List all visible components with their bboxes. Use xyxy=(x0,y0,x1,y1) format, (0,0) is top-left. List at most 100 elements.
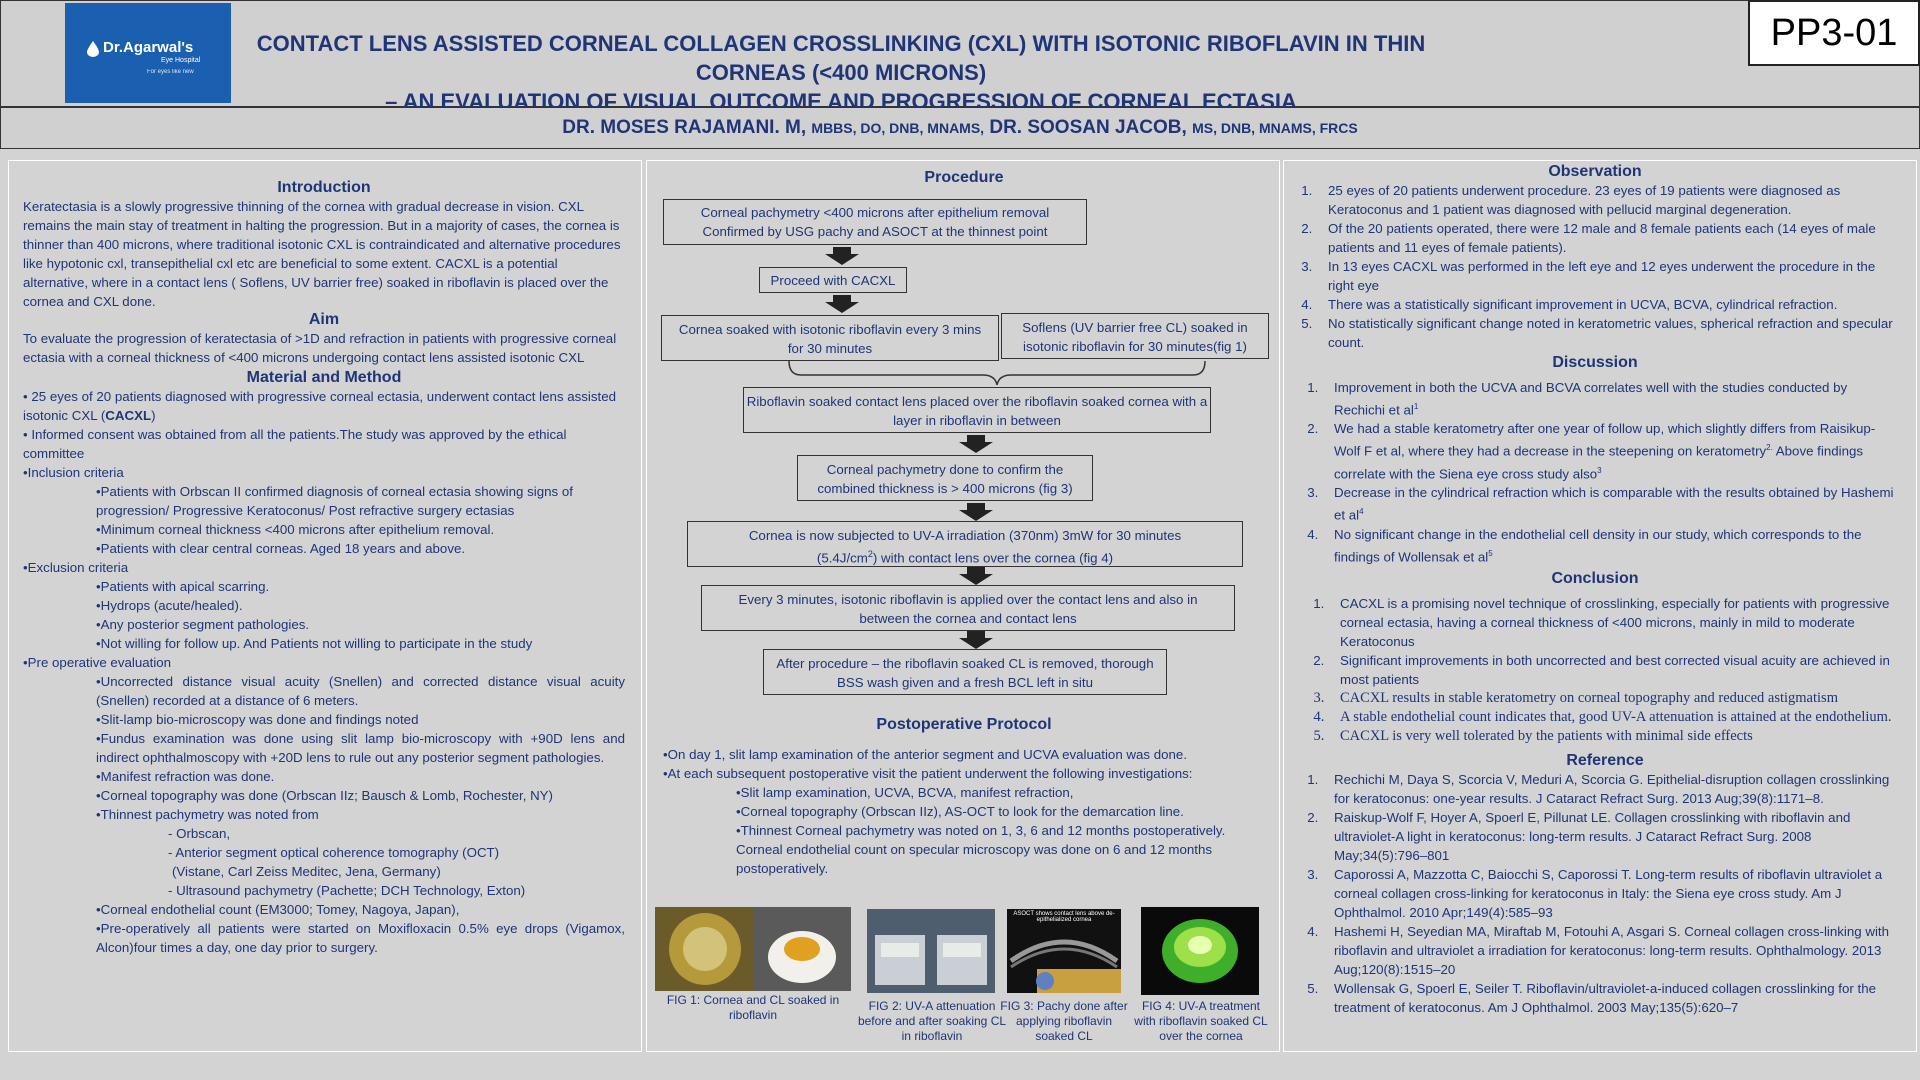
postop-title: Postoperative Protocol xyxy=(876,716,1052,733)
arrow-down-icon xyxy=(959,435,993,453)
preop-list: •Uncorrected distance visual acuity (Sne… xyxy=(23,672,625,957)
flow-step-3b: Soflens (UV barrier free CL) soaked in i… xyxy=(1001,313,1269,359)
arrow-down-icon xyxy=(959,631,993,649)
arrow-down-icon xyxy=(825,247,859,265)
reference-list: Rechichi M, Daya S, Scorcia V, Meduri A,… xyxy=(1290,770,1900,1017)
reference-title: Reference xyxy=(1566,752,1644,770)
poster-header: Dr.Agarwal's Eye Hospital For eyes like … xyxy=(0,0,1920,114)
conclusion-item: CACXL is a promising novel technique of … xyxy=(1328,594,1900,651)
preop-4: •Manifest refraction was done. xyxy=(96,769,275,784)
preop-6d: - Ultrasound pachymetry (Pachette; DCH T… xyxy=(168,883,526,898)
observation-item: Of the 20 patients operated, there were … xyxy=(1316,219,1900,257)
left-panel: Introduction Keratectasia is a slowly pr… xyxy=(8,160,642,1052)
preop-6: •Thinnest pachymetry was noted from xyxy=(96,807,319,822)
postop-1: •On day 1, slit lamp examination of the … xyxy=(663,747,1188,762)
preop-6b: - Anterior segment optical coherence tom… xyxy=(168,845,500,860)
preop-5: •Corneal topography was done (Orbscan II… xyxy=(96,788,553,803)
fig-3-inner-label: ASOCT shows contact lens above de-epithe… xyxy=(1013,911,1115,923)
inclusion-list: •Patients with Orbscan II confirmed diag… xyxy=(23,482,625,558)
discussion-item: We had a stable keratometry after one ye… xyxy=(1322,419,1900,483)
preop-6a: - Orbscan, xyxy=(168,826,231,841)
arrow-down-icon xyxy=(959,503,993,521)
exclusion-2: •Hydrops (acute/healed). xyxy=(96,598,243,613)
postop-2: •At each subsequent postoperative visit … xyxy=(663,766,1193,781)
conclusion-item: A stable endothelial count indicates tha… xyxy=(1328,708,1900,727)
right-panel: Observation 25 eyes of 20 patients under… xyxy=(1283,160,1917,1052)
fig-2-caption: FIG 2: UV-A attenuation before and after… xyxy=(857,999,1007,1043)
inclusion-2: •Minimum corneal thickness <400 microns … xyxy=(96,522,495,537)
inclusion-3: •Patients with clear central corneas. Ag… xyxy=(96,541,466,556)
postop-2b: •Corneal topography (Orbscan IIz), AS-OC… xyxy=(736,804,1184,819)
preop-title: •Pre operative evaluation xyxy=(23,655,172,670)
brace-connector xyxy=(788,360,1206,385)
observation-item: There was a statistically significant im… xyxy=(1316,295,1900,314)
preop-7: •Corneal endothelial count (EM3000; Tome… xyxy=(96,902,460,917)
conclusion-list-cont: CACXL results in stable keratometry on c… xyxy=(1290,689,1900,746)
authors-bar: DR. MOSES RAJAMANI. M, MBBS, DO, DNB, MN… xyxy=(0,107,1920,149)
observation-item: 25 eyes of 20 patients underwent procedu… xyxy=(1316,181,1900,219)
flow-step-7: Every 3 minutes, isotonic riboflavin is … xyxy=(701,585,1235,631)
discussion-item: Improvement in both the UCVA and BCVA co… xyxy=(1322,378,1900,419)
flow-step-8: After procedure – the riboflavin soaked … xyxy=(763,649,1167,695)
author-2: DR. SOOSAN JACOB, xyxy=(989,117,1187,138)
postop-sublist: •Slit lamp examination, UCVA, BCVA, mani… xyxy=(663,783,1267,878)
conclusion-item: Significant improvements in both uncorre… xyxy=(1328,651,1900,689)
discussion-title: Discussion xyxy=(1552,354,1638,371)
preop-6-sublist: - Orbscan, - Anterior segment optical co… xyxy=(96,824,625,900)
middle-panel: Procedure Corneal pachymetry <400 micron… xyxy=(646,160,1280,1052)
observation-item: In 13 eyes CACXL was performed in the le… xyxy=(1316,257,1900,295)
exclusion-4: •Not willing for follow up. And Patients… xyxy=(96,636,533,651)
logo-sub: Eye Hospital xyxy=(161,57,201,64)
inclusion-1: •Patients with Orbscan II confirmed diag… xyxy=(96,484,573,518)
poster-title: CONTACT LENS ASSISTED CORNEAL COLLAGEN C… xyxy=(241,29,1441,116)
reference-item: Rechichi M, Daya S, Scorcia V, Meduri A,… xyxy=(1322,770,1900,808)
intro-text: Keratectasia is a slowly progressive thi… xyxy=(23,199,621,309)
conclusion-title: Conclusion xyxy=(1551,570,1639,588)
flow-step-6-line-1: Cornea is now subjected to UV-A irradiat… xyxy=(748,528,1182,543)
exclusion-3: •Any posterior segment pathologies. xyxy=(96,617,310,632)
flow-step-2: Proceed with CACXL xyxy=(759,267,907,293)
preop-8: •Pre-operatively all patients were start… xyxy=(96,921,625,955)
fig-3-image xyxy=(1007,909,1121,993)
discussion-item: No significant change in the endothelial… xyxy=(1322,525,1900,566)
inclusion-title: •Inclusion criteria xyxy=(23,465,124,480)
conclusion-item: CACXL results in stable keratometry on c… xyxy=(1328,689,1900,708)
conclusion-item: CACXL is very well tolerated by the pati… xyxy=(1328,727,1900,746)
reference-item: Wollensak G, Spoerl E, Seiler T. Ribofla… xyxy=(1322,979,1900,1017)
logo-tagline: For eyes like new xyxy=(147,69,194,75)
author-2-degrees: MS, DNB, MNAMS, FRCS xyxy=(1192,120,1358,136)
preop-3: •Fundus examination was done using slit … xyxy=(96,731,625,765)
mm-title: Material and Method xyxy=(246,369,402,386)
procedure-title: Procedure xyxy=(924,169,1004,186)
mm-item-1: • 25 eyes of 20 patients diagnosed with … xyxy=(23,389,617,423)
mm-item-2: • Informed consent was obtained from all… xyxy=(23,427,567,461)
postop-2c: •Thinnest Corneal pachymetry was noted o… xyxy=(736,823,1226,876)
arrow-down-icon xyxy=(825,295,859,313)
preop-1: •Uncorrected distance visual acuity (Sne… xyxy=(96,674,625,708)
aim-title: Aim xyxy=(308,311,340,328)
flow-step-1: Corneal pachymetry <400 microns after ep… xyxy=(663,199,1087,245)
author-1: DR. MOSES RAJAMANI. M, xyxy=(562,117,807,138)
discussion-item: Decrease in the cylindrical refraction w… xyxy=(1322,483,1900,524)
reference-item: Caporossi A, Mazzotta C, Baiocchi S, Cap… xyxy=(1322,865,1900,922)
discussion-list: Improvement in both the UCVA and BCVA co… xyxy=(1290,378,1900,566)
flow-step-6: Cornea is now subjected to UV-A irradiat… xyxy=(687,521,1243,567)
author-1-degrees: MBBS, DO, DNB, MNAMS, xyxy=(811,120,985,136)
observation-title: Observation xyxy=(1548,163,1642,180)
logo-name: Dr.Agarwal's xyxy=(103,39,194,56)
fig-3-caption: FIG 3: Pachy done after applying ribofla… xyxy=(1000,999,1128,1043)
reference-item: Hashemi H, Seyedian MA, Miraftab M, Foto… xyxy=(1322,922,1900,979)
aim-text: To evaluate the progression of keratecta… xyxy=(23,331,617,365)
fig-1-image xyxy=(655,907,851,991)
preop-6c: (Vistane, Carl Zeiss Meditec, Jena, Germ… xyxy=(172,864,441,879)
fig-2-image xyxy=(867,909,995,993)
flow-step-6-line-2: (5.4J/cm2) with contact lens over the co… xyxy=(816,549,1114,566)
observation-item: No statistically significant change note… xyxy=(1316,314,1900,352)
postop-2a: •Slit lamp examination, UCVA, BCVA, mani… xyxy=(736,785,1074,800)
hospital-logo: Dr.Agarwal's Eye Hospital For eyes like … xyxy=(65,3,231,103)
observation-list: 25 eyes of 20 patients underwent procedu… xyxy=(1290,181,1900,352)
conclusion-list: CACXL is a promising novel technique of … xyxy=(1290,594,1900,689)
flow-step-4: Riboflavin soaked contact lens placed ov… xyxy=(743,387,1211,433)
flow-step-3a: Cornea soaked with isotonic riboflavin e… xyxy=(661,315,999,361)
preop-2: •Slit-lamp bio-microscopy was done and f… xyxy=(96,712,419,727)
